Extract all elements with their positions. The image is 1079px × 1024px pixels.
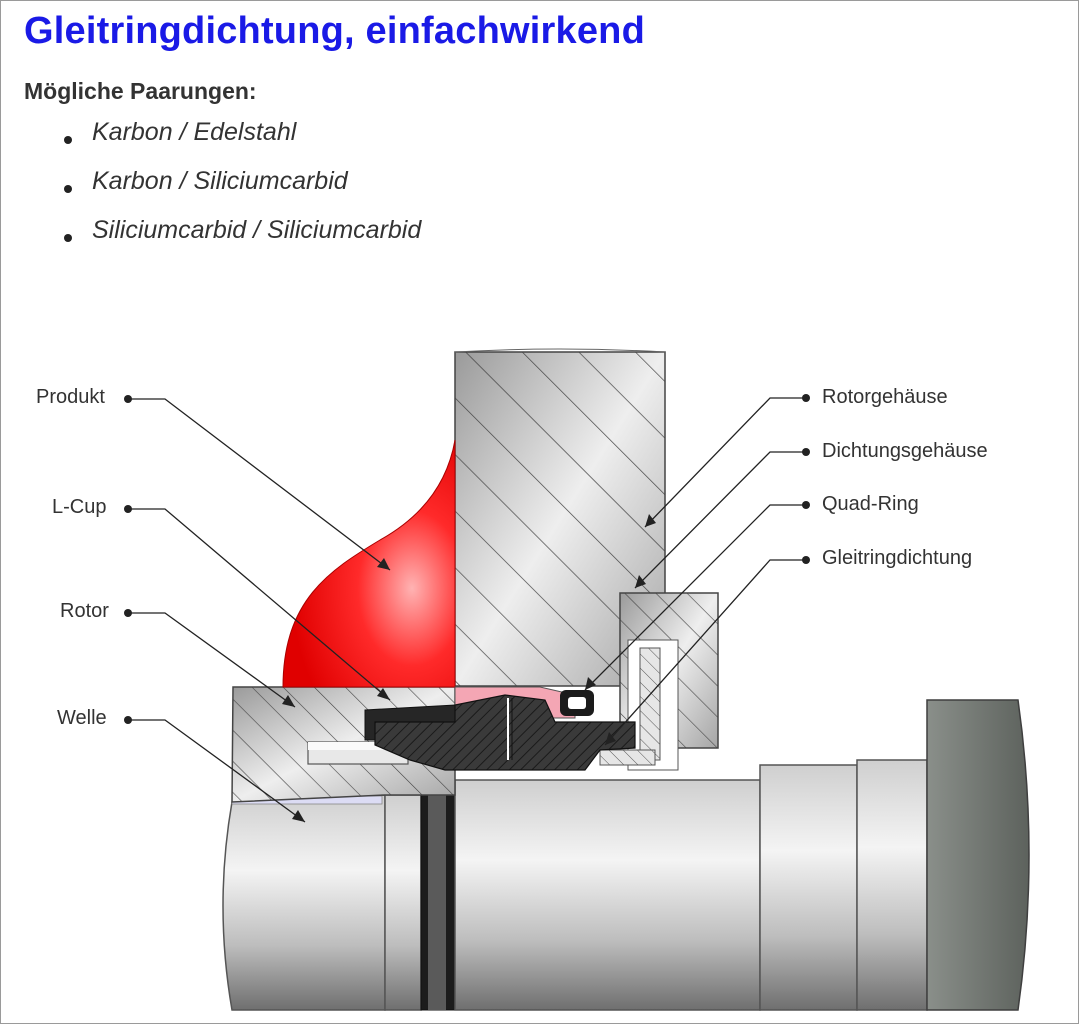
label-l-cup: L-Cup [52,496,107,518]
bullet-icon [64,234,72,242]
label-quad-ring: Quad-Ring [822,493,919,515]
label-produkt: Produkt [36,386,105,408]
seal-spring [599,647,661,766]
pairings-list: Karbon / Edelstahl Karbon / Siliciumcarb… [64,118,421,265]
bullet-icon [64,185,72,193]
product-region [282,439,456,688]
pairing-text: Karbon / Edelstahl [92,118,297,146]
label-rotorgehaeuse: Rotorgehäuse [822,386,948,408]
leader-lines [128,397,806,823]
pairing-item: Karbon / Edelstahl [64,118,421,167]
pairing-text: Karbon / Siliciumcarbid [92,167,348,195]
label-dots [124,394,810,724]
label-welle: Welle [57,707,107,729]
page-title: Gleitringdichtung, einfachwirkend [24,10,645,52]
pairings-heading: Mögliche Paarungen: [24,78,257,104]
shaft [222,699,1030,1011]
arrowheads [282,514,656,822]
label-gleitringdichtung: Gleitringdichtung [822,547,973,569]
pairing-text: Siliciumcarbid / Siliciumcarbid [92,216,422,244]
label-dichtungsgehaeuse: Dichtungsgehäuse [822,440,988,462]
mechanical-seal [374,694,636,771]
quad-ring [560,690,594,716]
bullet-icon [64,136,72,144]
pairing-item: Karbon / Siliciumcarbid [64,167,421,216]
label-rotor: Rotor [60,600,109,622]
pairing-item: Siliciumcarbid / Siliciumcarbid [64,216,421,265]
